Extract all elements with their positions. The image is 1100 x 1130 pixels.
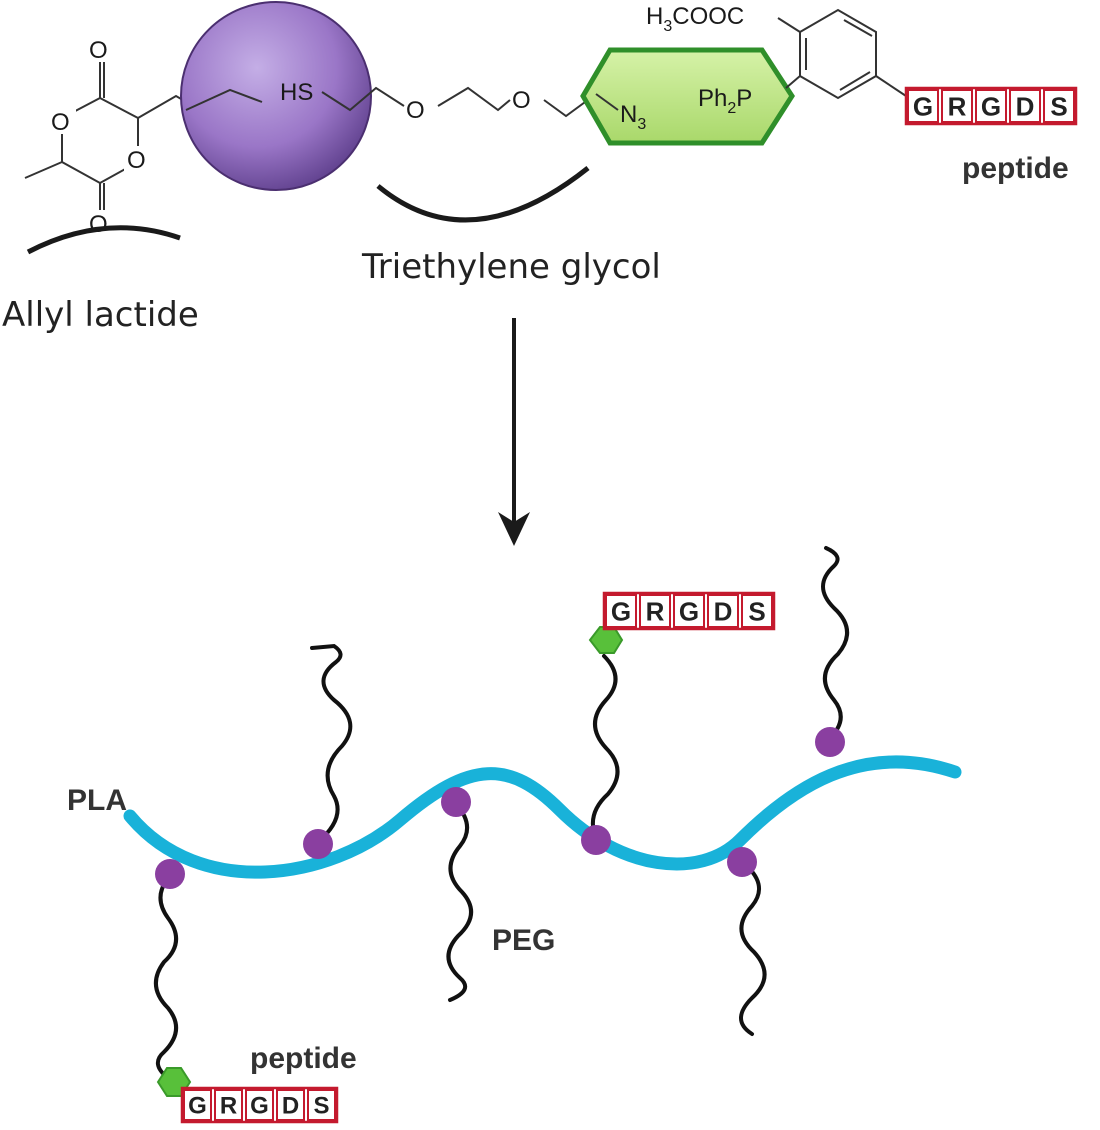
peptide-top-residue-box xyxy=(975,89,1007,123)
peg-chains xyxy=(154,546,849,1080)
lactide-atoms: O O O O xyxy=(48,36,152,238)
thiol-ene-node-oval xyxy=(180,1,372,191)
allyl-lactide-label: Allyl lactide xyxy=(2,295,199,335)
peptide-top-residue-s: S xyxy=(1050,91,1067,121)
peptide-lower-residue-box xyxy=(183,1089,212,1121)
peptide-upper-residue-d: D xyxy=(714,596,733,626)
teg-label: Triethylene glycol xyxy=(361,247,661,287)
peptide-upper-residue-s: S xyxy=(748,596,765,626)
peptide-lower-residue-g: G xyxy=(250,1093,269,1120)
node-b xyxy=(303,829,333,859)
azide-atom: N3 xyxy=(620,101,646,133)
peptide-label-bottom: peptide xyxy=(250,1042,357,1075)
peptide-upper-residue-box xyxy=(741,594,773,628)
ring-oxygen-right: O xyxy=(127,147,146,174)
peptide-top-residue-box xyxy=(1009,89,1041,123)
attachment-nodes xyxy=(155,727,845,889)
node-c xyxy=(441,787,471,817)
teg-oxygen-2: O xyxy=(512,87,531,114)
staudinger-linker-hexagon xyxy=(580,47,795,146)
peptide-top-residue-g: G xyxy=(981,91,1001,121)
peg-chain-e xyxy=(739,860,767,1036)
peptide-upper-residue-g: G xyxy=(679,596,699,626)
peg-chain-f xyxy=(821,546,849,742)
reaction-arrow xyxy=(498,318,530,546)
peptide-lower-residue-d: D xyxy=(282,1093,299,1120)
allyl-lactide-bracket xyxy=(26,225,181,255)
peg-chain-b xyxy=(310,643,353,844)
peptide-top-residue-d: D xyxy=(1016,91,1035,121)
peg-chain-d xyxy=(591,654,620,840)
peptide-lower-residue-box xyxy=(214,1089,243,1121)
carbonyl-oxygen-top: O xyxy=(89,37,108,64)
teg-bracket xyxy=(376,166,590,223)
peptide-upper-residue-box xyxy=(605,594,637,628)
peptide-upper-residue-r: R xyxy=(646,596,665,626)
peptide-top-residue-box xyxy=(907,89,939,123)
phosphine-atom: Ph2P xyxy=(698,85,752,117)
peg-chain-c xyxy=(446,802,473,1002)
thiol-atom: HS xyxy=(280,79,313,106)
peptide-upper-residue-box xyxy=(707,594,739,628)
peptide-label-top: peptide xyxy=(962,152,1069,185)
peptide-lower-residue-g: G xyxy=(188,1093,207,1120)
node-f xyxy=(815,727,845,757)
pla-backbone xyxy=(123,755,962,879)
node-e xyxy=(727,847,757,877)
peg-chain-a xyxy=(154,874,178,1080)
peptide-top-residue-box xyxy=(1043,89,1075,123)
node-a xyxy=(155,859,185,889)
carbonyl-oxygen-bottom: O xyxy=(89,211,108,238)
peptide-lower-residue-s: S xyxy=(313,1093,329,1120)
peg-label: PEG xyxy=(492,924,555,957)
peptide-lower-residue-box xyxy=(245,1089,274,1121)
peptide-top-residue-box xyxy=(941,89,973,123)
ring-oxygen-left: O xyxy=(51,109,70,136)
peptide-top-residue-r: R xyxy=(948,91,967,121)
peptide-lower-residue-box xyxy=(276,1089,305,1121)
peptide-lower-residue-box xyxy=(307,1089,336,1121)
peptide-lower-residue-r: R xyxy=(220,1093,237,1120)
peptide-top-residue-g: G xyxy=(913,91,933,121)
peptide-upper-residue-box xyxy=(673,594,705,628)
teg-oxygen-1: O xyxy=(406,97,425,124)
linker-cap-upper xyxy=(588,626,624,654)
allyl-bond-over-oval xyxy=(185,88,263,111)
methyl-ester-label: H3COOC xyxy=(646,3,744,35)
azide-bond xyxy=(595,93,619,111)
node-d xyxy=(581,825,611,855)
benzoate-ring xyxy=(777,8,907,100)
peptide-upper-residue-g: G xyxy=(611,596,631,626)
pla-label: PLA xyxy=(67,784,127,817)
peptide-upper-residue-box xyxy=(639,594,671,628)
